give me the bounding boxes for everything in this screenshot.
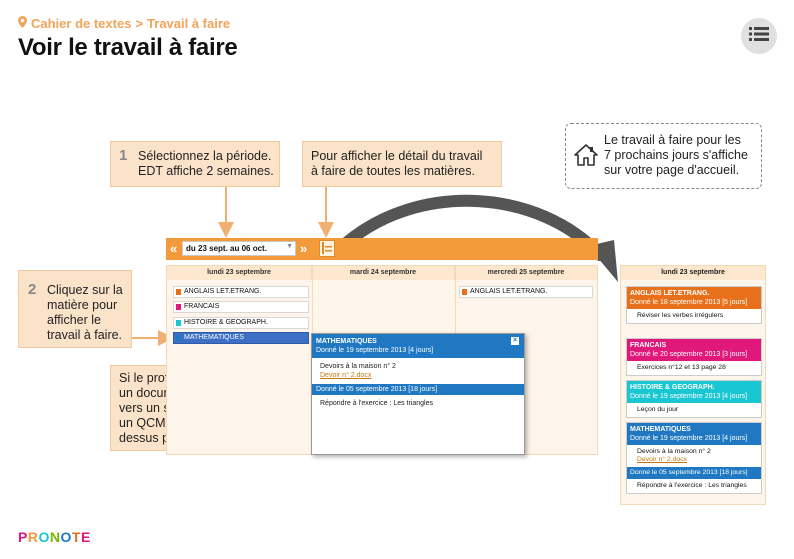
callout-text: Le travail à faire pour les bbox=[604, 133, 741, 147]
home-icon bbox=[574, 144, 598, 170]
callout-text: travail à faire. bbox=[47, 328, 123, 342]
block-given: Donné le 19 septembre 2013 [4 jours] bbox=[630, 393, 748, 400]
previous-period-button[interactable]: « bbox=[170, 241, 178, 256]
period-value: du 23 sept. au 06 oct. bbox=[186, 244, 267, 253]
day-header-tuesday: mardi 24 septembre bbox=[312, 266, 455, 280]
popup-given-date: Donné le 19 septembre 2013 [4 jours] bbox=[316, 347, 434, 354]
homework-block-francais[interactable]: FRANCAIS Donné le 20 septembre 2013 [3 j… bbox=[626, 338, 762, 376]
block-given: Donné le 20 septembre 2013 [3 jours] bbox=[630, 351, 748, 358]
homework-block-mathematiques[interactable]: MATHEMATIQUES Donné le 19 septembre 2013… bbox=[626, 422, 762, 494]
attachment-link[interactable]: Devoir n° 2.docx bbox=[637, 456, 687, 463]
block-task: Devoirs à la maison n° 2 Devoir n° 2.doc… bbox=[627, 445, 761, 467]
block-given-2: Donné le 05 septembre 2013 [18 jours] bbox=[627, 467, 761, 479]
color-swatch bbox=[176, 335, 181, 341]
block-subject: ANGLAIS LET.ETRANG. bbox=[630, 290, 710, 297]
arrow-to-home bbox=[339, 194, 606, 261]
block-header: HISTOIRE & GEOGRAPH. Donné le 19 septemb… bbox=[627, 381, 761, 403]
day-header-monday: lundi 23 septembre bbox=[167, 266, 312, 280]
block-subject: HISTOIRE & GEOGRAPH. bbox=[630, 384, 715, 391]
widget-day-header: lundi 23 septembre bbox=[621, 266, 765, 280]
pronote-logo: PRONOTE bbox=[18, 529, 91, 545]
block-header: FRANCAIS Donné le 20 septembre 2013 [3 j… bbox=[627, 339, 761, 361]
callout-detail: Pour afficher le détail du travail à fai… bbox=[302, 141, 502, 187]
breadcrumb-item-cahier[interactable]: Cahier de textes bbox=[31, 16, 132, 31]
location-pin-icon bbox=[18, 16, 27, 31]
subject-francais[interactable]: FRANCAIS bbox=[173, 301, 309, 313]
callout-text: 7 prochains jours s'affiche bbox=[604, 148, 748, 162]
color-swatch bbox=[176, 320, 181, 326]
popup-subject: MATHEMATIQUES bbox=[316, 338, 377, 345]
homework-popup: MATHEMATIQUES Donné le 19 septembre 2013… bbox=[311, 333, 525, 455]
block-given: Donné le 18 septembre 2013 [5 jours] bbox=[630, 299, 748, 306]
chevron-down-icon: ▼ bbox=[286, 243, 293, 250]
next-period-button[interactable]: » bbox=[300, 241, 308, 256]
callout-home-page: Le travail à faire pour les 7 prochains … bbox=[565, 123, 762, 189]
day-header-wednesday: mercredi 25 septembre bbox=[455, 266, 597, 280]
block-subject: FRANCAIS bbox=[630, 342, 667, 349]
breadcrumb-separator: > bbox=[135, 16, 144, 31]
period-select[interactable]: du 23 sept. au 06 oct. ▼ bbox=[182, 241, 296, 256]
popup-task-1: Devoirs à la maison n° 2 Devoir n° 2.doc… bbox=[312, 358, 524, 384]
step-number-1: 1 bbox=[119, 147, 128, 164]
task-text: Devoirs à la maison n° 2 bbox=[320, 363, 396, 370]
popup-task-2: Répondre à l'exercice : Les triangles bbox=[312, 395, 524, 412]
close-button[interactable]: × bbox=[511, 337, 519, 345]
list-menu-icon bbox=[749, 26, 769, 47]
breadcrumb: Cahier de textes > Travail à faire bbox=[18, 16, 230, 31]
step-number-2: 2 bbox=[28, 281, 37, 298]
callout-text: sur votre page d'accueil. bbox=[604, 163, 740, 177]
subject-label: ANGLAIS LET.ETRANG. bbox=[184, 288, 262, 295]
callout-text: afficher le bbox=[47, 313, 101, 327]
callout-step-1: 1 Sélectionnez la période. EDT affiche 2… bbox=[110, 141, 280, 187]
detail-view-button[interactable] bbox=[319, 240, 335, 257]
block-task: Réviser les verbes irrégulers bbox=[637, 312, 724, 319]
block-task-2: Répondre à l'exercice : Les triangles bbox=[637, 482, 747, 489]
callout-text: Cliquez sur la bbox=[47, 283, 123, 297]
callout-text: EDT affiche 2 semaines. bbox=[138, 164, 274, 178]
popup-header: MATHEMATIQUES Donné le 19 septembre 2013… bbox=[312, 334, 524, 358]
popup-given-date-2: Donné le 05 septembre 2013 [18 jours] bbox=[312, 384, 524, 395]
block-task: Leçon du jour bbox=[637, 406, 679, 413]
callout-text: à faire de toutes les matières. bbox=[311, 164, 475, 178]
callout-text: Pour afficher le détail du travail bbox=[311, 149, 483, 163]
subject-label: HISTOIRE & GEOGRAPH. bbox=[184, 319, 268, 326]
subject-anglais-wednesday[interactable]: ANGLAIS LET.ETRANG. bbox=[459, 286, 593, 298]
block-header: ANGLAIS LET.ETRANG. Donné le 18 septembr… bbox=[627, 287, 761, 309]
homework-block-anglais[interactable]: ANGLAIS LET.ETRANG. Donné le 18 septembr… bbox=[626, 286, 762, 324]
color-swatch bbox=[462, 289, 467, 295]
color-swatch bbox=[176, 289, 181, 295]
menu-button[interactable] bbox=[741, 18, 777, 54]
attachment-link[interactable]: Devoir n° 2.docx bbox=[320, 372, 372, 379]
subject-label: MATHEMATIQUES bbox=[184, 334, 245, 341]
breadcrumb-item-travail[interactable]: Travail à faire bbox=[147, 16, 231, 31]
block-task: Exercices n°12 et 13 page 28 bbox=[637, 364, 726, 371]
list-detail-icon bbox=[320, 242, 334, 260]
callout-text: matière pour bbox=[47, 298, 118, 312]
subject-histoire[interactable]: HISTOIRE & GEOGRAPH. bbox=[173, 317, 309, 329]
block-header: MATHEMATIQUES Donné le 19 septembre 2013… bbox=[627, 423, 761, 445]
task-text: Devoirs à la maison n° 2 bbox=[637, 448, 711, 455]
callout-text: Sélectionnez la période. bbox=[138, 149, 272, 163]
homework-block-histoire[interactable]: HISTOIRE & GEOGRAPH. Donné le 19 septemb… bbox=[626, 380, 762, 418]
task-text: Répondre à l'exercice : Les triangles bbox=[320, 400, 434, 407]
subject-anglais[interactable]: ANGLAIS LET.ETRANG. bbox=[173, 286, 309, 298]
home-homework-widget: lundi 23 septembre ANGLAIS LET.ETRANG. D… bbox=[620, 265, 766, 505]
callout-step-2: 2 Cliquez sur la matière pour afficher l… bbox=[18, 270, 132, 348]
subject-label: FRANCAIS bbox=[184, 303, 220, 310]
block-subject: MATHEMATIQUES bbox=[630, 426, 691, 433]
subject-label: ANGLAIS LET.ETRANG. bbox=[470, 288, 548, 295]
color-swatch bbox=[176, 304, 181, 310]
subject-mathematiques[interactable]: MATHEMATIQUES bbox=[173, 332, 309, 344]
period-toolbar: « du 23 sept. au 06 oct. ▼ » bbox=[166, 238, 598, 260]
block-given: Donné le 19 septembre 2013 [4 jours] bbox=[630, 435, 748, 442]
page-title: Voir le travail à faire bbox=[18, 34, 238, 61]
